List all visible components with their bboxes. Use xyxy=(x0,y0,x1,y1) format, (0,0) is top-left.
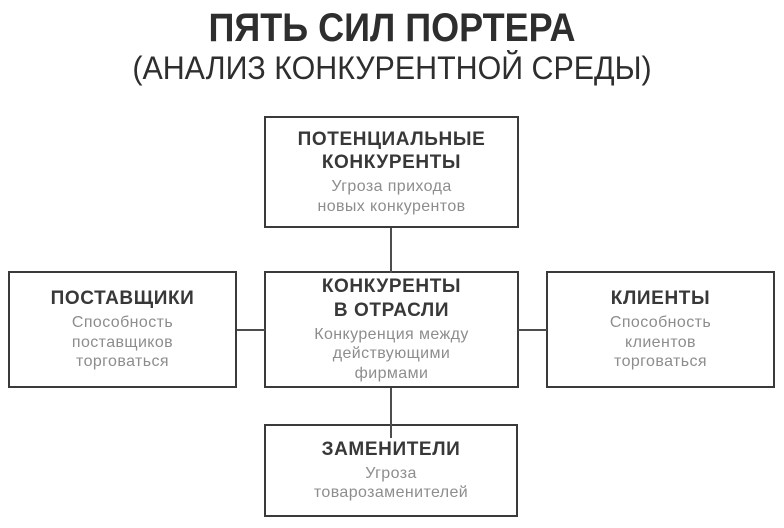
box-subtext: Способность поставщиков торговаться xyxy=(72,313,173,372)
heading-line: КЛИЕНТЫ xyxy=(610,288,711,310)
box-subtext: Угроза товарозаменителей xyxy=(314,464,468,503)
box-heading: ЗАМЕНИТЕЛИ xyxy=(322,438,461,462)
heading-line: ЗАМЕНИТЕЛИ xyxy=(321,439,461,461)
box-potential-competitors: ПОТЕНЦИАЛЬНЫЕ КОНКУРЕНТЫ Угроза прихода … xyxy=(264,116,519,228)
heading-line: ПОСТАВЩИКИ xyxy=(50,288,195,310)
subtext-line: Способность xyxy=(71,314,174,332)
subtext-line: торговаться xyxy=(76,353,169,371)
box-heading: ПОТЕНЦИАЛЬНЫЕ КОНКУРЕНТЫ xyxy=(298,128,486,176)
connector-bottom-vertical xyxy=(390,388,392,438)
box-suppliers: ПОСТАВЩИКИ Способность поставщиков торго… xyxy=(8,271,237,388)
connector-top-vertical xyxy=(390,228,392,273)
subtext-line: клиентов xyxy=(625,333,696,351)
subtext-line: Способность xyxy=(609,314,712,332)
diagram-subtitle: (АНАЛИЗ КОНКУРЕНТНОЙ СРЕДЫ) xyxy=(132,50,652,86)
box-clients: КЛИЕНТЫ Способность клиентов торговаться xyxy=(546,271,775,388)
heading-line: В ОТРАСЛИ xyxy=(333,300,450,322)
diagram-title: ПЯТЬ СИЛ ПОРТЕРА xyxy=(208,6,576,50)
box-heading: ПОСТАВЩИКИ xyxy=(51,287,195,311)
subtext-line: товарозаменителей xyxy=(313,484,469,502)
subtext-line: фирмами xyxy=(354,365,429,382)
box-substitutes: ЗАМЕНИТЕЛИ Угроза товарозаменителей xyxy=(264,424,518,517)
box-subtext: Конкуренция между действующими фирмами xyxy=(314,325,468,384)
heading-line: КОНКУРЕНТЫ xyxy=(321,276,462,298)
subtext-line: Угроза xyxy=(365,464,417,482)
heading-line: КОНКУРЕНТЫ xyxy=(321,152,462,174)
connector-left-horizontal xyxy=(237,329,265,331)
subtext-line: новых конкурентов xyxy=(317,197,466,215)
box-subtext: Способность клиентов торговаться xyxy=(610,313,711,372)
box-industry-competitors: КОНКУРЕНТЫ В ОТРАСЛИ Конкуренция между д… xyxy=(264,271,519,388)
connector-right-horizontal xyxy=(518,329,547,331)
subtext-line: торговаться xyxy=(614,353,707,371)
subtext-line: Угроза прихода xyxy=(331,178,452,196)
subtext-line: действующими xyxy=(332,345,451,363)
subtext-line: поставщиков xyxy=(71,333,174,351)
box-heading: КОНКУРЕНТЫ В ОТРАСЛИ xyxy=(322,275,461,323)
subtext-line: Конкуренция между xyxy=(314,325,469,343)
box-heading: КЛИЕНТЫ xyxy=(611,287,710,311)
heading-line: ПОТЕНЦИАЛЬНЫЕ xyxy=(297,128,486,150)
box-subtext: Угроза прихода новых конкурентов xyxy=(317,177,465,216)
